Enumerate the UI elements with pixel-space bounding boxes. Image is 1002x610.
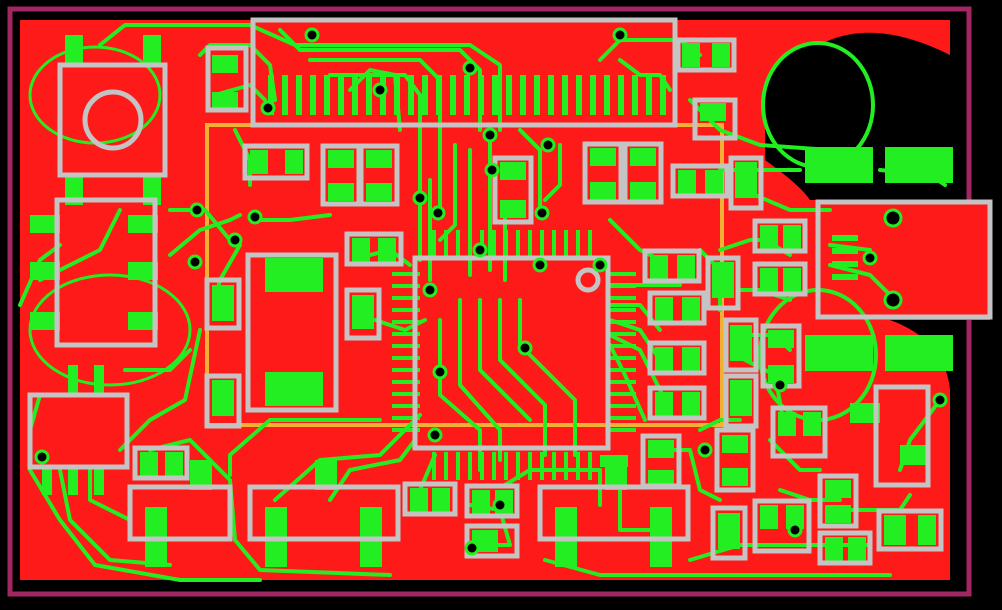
- silkscreen: [27, 17, 993, 566]
- regulator-outline: [27, 392, 130, 470]
- crystal-outline: [54, 197, 158, 348]
- switch-outline-1: [127, 484, 233, 542]
- pushbutton-outline: [57, 62, 168, 178]
- pads: [30, 35, 953, 567]
- ic-pins: [268, 75, 666, 115]
- fpc-connector-outline: [250, 17, 678, 128]
- switch-outline-3: [537, 484, 691, 542]
- vias: [34, 27, 948, 556]
- pushbutton-actuator: [82, 89, 144, 151]
- smd-pads: [140, 43, 936, 561]
- inductor-outline: [245, 252, 339, 413]
- usb-connector-outline: [815, 199, 993, 320]
- diode-outline: [873, 384, 931, 488]
- qfp-pins: [392, 230, 636, 480]
- mcu-outline: [412, 255, 611, 451]
- switch-outline-2: [247, 484, 401, 542]
